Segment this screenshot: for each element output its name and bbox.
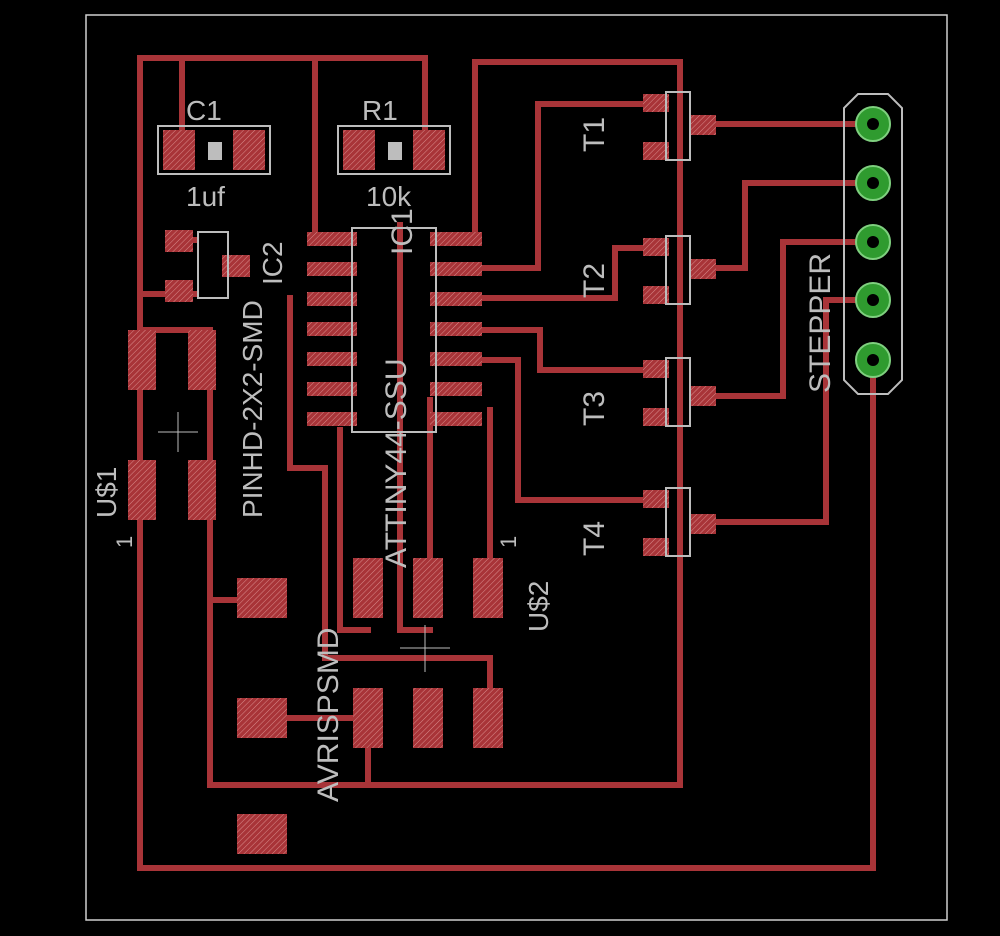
- u1-pad-2: [188, 330, 216, 390]
- u1-pad-4: [188, 460, 216, 520]
- ic2-body: [197, 231, 229, 299]
- c1-label: C1: [186, 95, 222, 126]
- u1-label: U$1: [91, 467, 122, 518]
- ic2-pad-2: [165, 280, 193, 302]
- r1-label: R1: [362, 95, 398, 126]
- stepper-header: [843, 93, 903, 395]
- r1-pad-right: [413, 130, 445, 170]
- board-outline: [85, 14, 948, 921]
- ic1-label: IC1: [386, 208, 419, 255]
- traces: [137, 55, 876, 871]
- c1-pad-left: [163, 130, 195, 170]
- u2-label: U$2: [523, 581, 554, 632]
- u2-pin1: 1: [496, 536, 521, 548]
- ic1-body: [351, 227, 437, 433]
- ic2-package: PINHD-2X2-SMD: [237, 300, 268, 518]
- t4-label: T4: [578, 521, 611, 556]
- r1-value: 10k: [366, 181, 412, 212]
- ic2-pad-3: [222, 255, 250, 277]
- r1-body: [337, 125, 451, 175]
- pad-square-3: [237, 814, 287, 854]
- ic2-pad-1: [165, 230, 193, 252]
- pad-square-1: [237, 578, 287, 618]
- t3-label: T3: [578, 391, 611, 426]
- u1-pad-1: [128, 330, 156, 390]
- c1-value: 1uf: [186, 181, 225, 212]
- t2-label: T2: [578, 263, 611, 298]
- stepper-label: STEPPER: [804, 253, 837, 393]
- t1-label: T1: [578, 117, 611, 152]
- u1-pad-3: [128, 460, 156, 520]
- t1-footprint: [643, 91, 716, 161]
- c1-pad-right: [233, 130, 265, 170]
- t4-footprint: [643, 487, 716, 557]
- silkscreen-labels: C1 1uf R1 10k IC1 ATTINY44-SSU IC2 PINHD…: [91, 95, 837, 802]
- avrisp-label: AVRISPSMD: [312, 628, 345, 802]
- pads: [128, 91, 903, 854]
- pad-square-2: [237, 698, 287, 738]
- u1-pin1: 1: [112, 536, 137, 548]
- t3-footprint: [643, 357, 716, 427]
- ic1-package: ATTINY44-SSU: [380, 359, 413, 569]
- c1-body: [157, 125, 271, 175]
- ic2-label: IC2: [257, 241, 288, 285]
- t2-footprint: [643, 235, 716, 305]
- r1-pad-left: [343, 130, 375, 170]
